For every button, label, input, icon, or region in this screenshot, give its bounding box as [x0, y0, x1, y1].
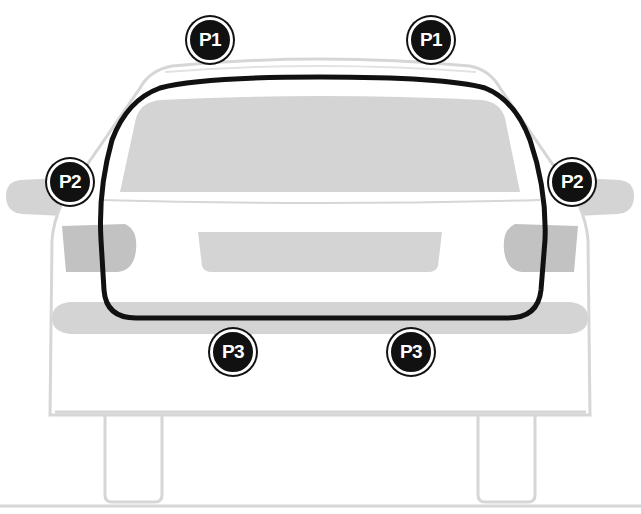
- body-line: [55, 411, 586, 414]
- wheel: [105, 412, 162, 502]
- tailgate-line: [100, 200, 540, 203]
- callout-number: P2: [47, 159, 93, 205]
- ground-line: [0, 505, 641, 508]
- seal-outline: [100, 77, 545, 318]
- callout-number: P3: [210, 329, 256, 375]
- car-body: [50, 59, 590, 415]
- plate-recess: [198, 232, 442, 272]
- callout-number: P1: [187, 17, 233, 63]
- callout-number: P3: [388, 329, 434, 375]
- rear-window: [120, 96, 520, 192]
- callout-number: P1: [408, 17, 454, 63]
- wheel: [478, 412, 535, 502]
- spoiler: [165, 66, 476, 72]
- callout-number: P2: [549, 159, 595, 205]
